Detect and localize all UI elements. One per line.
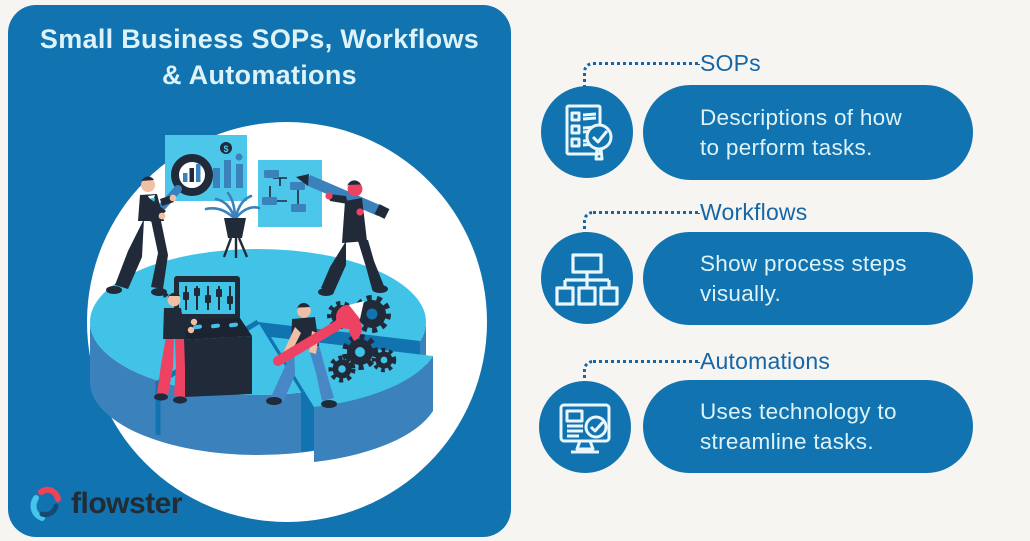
gear bbox=[371, 347, 397, 373]
workflows-icon-circle bbox=[541, 232, 633, 324]
gear bbox=[353, 295, 391, 333]
page-title: Small Business SOPs, Workflows & Automat… bbox=[8, 21, 511, 93]
label-sops: SOPs bbox=[700, 50, 761, 76]
label-automations: Automations bbox=[700, 348, 831, 374]
sops-icon-circle bbox=[541, 86, 633, 178]
gear bbox=[328, 355, 356, 383]
checklist-magnifier-icon bbox=[565, 104, 613, 161]
label-workflows: Workflows bbox=[700, 199, 808, 225]
sops-text-line-2: to perform tasks. bbox=[700, 134, 873, 160]
automations-icon-circle bbox=[539, 381, 631, 473]
left-card: Small Business SOPs, Workflows & Automat… bbox=[8, 5, 511, 537]
person-mechanic bbox=[266, 301, 364, 408]
workflows-text-line-1: Show process steps bbox=[700, 251, 907, 276]
connector-sops bbox=[583, 62, 700, 90]
org-chart-icon bbox=[555, 253, 619, 306]
workflows-text-line-2: visually. bbox=[700, 280, 782, 306]
flowchart-board bbox=[258, 160, 322, 227]
logo-wordmark: flowster bbox=[71, 487, 183, 520]
monitor-check-icon bbox=[559, 403, 611, 454]
automations-text-line-1: Uses technology to bbox=[700, 399, 897, 424]
potted-plant bbox=[204, 191, 261, 258]
flowster-logo: flowster bbox=[28, 486, 183, 522]
person-pencil bbox=[296, 174, 390, 296]
person-operator bbox=[154, 287, 198, 404]
giant-pencil bbox=[296, 174, 390, 219]
flowster-logo-mark bbox=[30, 486, 61, 521]
title-line-1: Small Business SOPs, Workflows bbox=[39, 24, 480, 54]
workflows-pill: Show process steps visually. bbox=[643, 232, 973, 325]
automations-pill: Uses technology to streamline tasks. bbox=[643, 380, 973, 473]
bar-chart-board: $ bbox=[148, 135, 247, 222]
sops-text-line-1: Descriptions of how bbox=[700, 105, 903, 130]
title-line-2: & Automations bbox=[162, 60, 357, 90]
pink-wrench bbox=[273, 301, 364, 366]
connector-workflows bbox=[583, 211, 700, 235]
sops-pill: Descriptions of how to perform tasks. bbox=[643, 85, 973, 180]
teamwork-illustration: $ bbox=[87, 122, 487, 522]
automations-text-line-2: streamline tasks. bbox=[700, 428, 874, 454]
person-analyst bbox=[106, 176, 177, 296]
svg-text:$: $ bbox=[223, 144, 228, 154]
connector-automations bbox=[583, 360, 700, 384]
